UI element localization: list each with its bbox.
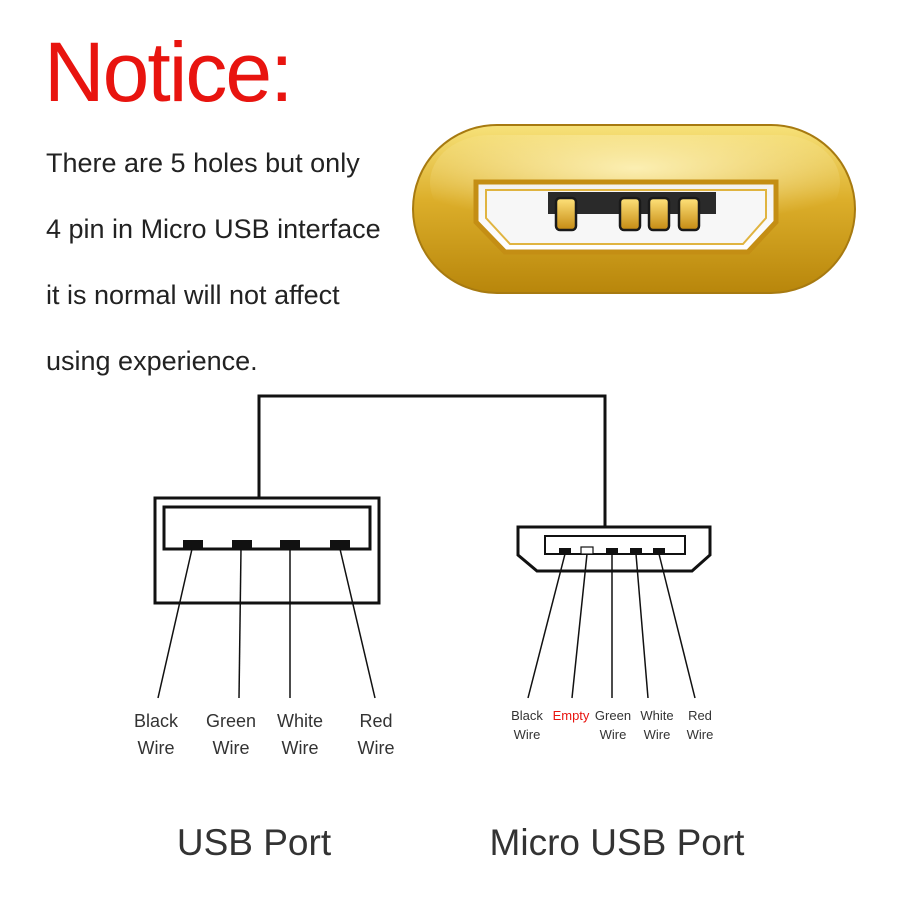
- notice-title: Notice:: [44, 25, 293, 119]
- notice-line-2: 4 pin in Micro USB interface: [46, 214, 381, 244]
- usb-pin: [232, 540, 252, 549]
- notice-line-3: it is normal will not affect: [46, 280, 340, 310]
- micro-usb-pin: [653, 548, 665, 554]
- notice-line-1: There are 5 holes but only: [46, 148, 360, 178]
- usb-wire-label: White: [277, 711, 323, 731]
- micro-wire-label: Wire: [644, 727, 671, 742]
- gold-pins: [554, 196, 701, 232]
- usb-wire-label: Wire: [358, 738, 395, 758]
- usb-port-diagram: Black Wire Green Wire White Wire Red Wir…: [134, 496, 395, 863]
- micro-wire-label: Red: [688, 708, 712, 723]
- micro-usb-pin: [559, 548, 571, 554]
- micro-wire-label: White: [640, 708, 673, 723]
- usb-port-title: USB Port: [177, 822, 332, 863]
- micro-usb-connector-illustration: [412, 124, 856, 294]
- micro-wire-label: Black: [511, 708, 543, 723]
- micro-wire-label: Wire: [687, 727, 714, 742]
- usb-pin: [280, 540, 300, 549]
- usb-pin: [330, 540, 350, 549]
- usb-wire-label: Wire: [138, 738, 175, 758]
- connecting-cable: [257, 394, 607, 527]
- micro-usb-empty-hole: [580, 546, 594, 555]
- micro-usb-pin: [630, 548, 642, 554]
- micro-wire-label: Wire: [514, 727, 541, 742]
- micro-wire-label-empty: Empty: [553, 708, 590, 723]
- usb-wire-label: Red: [359, 711, 392, 731]
- usb-wire-label: Green: [206, 711, 256, 731]
- micro-wire-label: Green: [595, 708, 631, 723]
- usb-wire-label: Black: [134, 711, 179, 731]
- micro-wire-label: Wire: [600, 727, 627, 742]
- micro-usb-pin: [606, 548, 618, 554]
- micro-usb-port-title: Micro USB Port: [490, 822, 746, 863]
- micro-usb-port-diagram: Black Wire Empty Green Wire White Wire R…: [490, 525, 746, 863]
- usb-wire-label: Wire: [213, 738, 250, 758]
- notice-line-4: using experience.: [46, 346, 258, 376]
- usb-pin: [183, 540, 203, 549]
- usb-wire-label: Wire: [282, 738, 319, 758]
